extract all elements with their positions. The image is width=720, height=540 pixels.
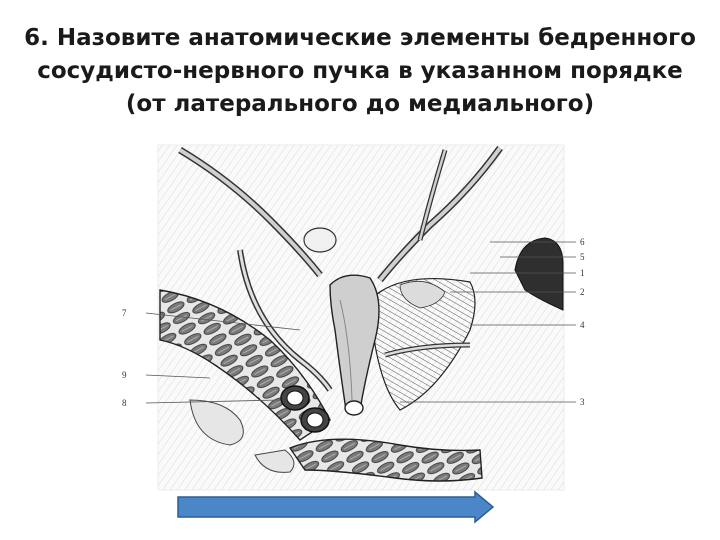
label-8: 8 (122, 398, 127, 408)
label-4: 4 (580, 320, 585, 330)
direction-arrow (177, 490, 495, 524)
vessel-lumen (344, 400, 364, 416)
label-3: 3 (580, 397, 585, 407)
label-1: 1 (580, 268, 585, 278)
label-2: 2 (580, 287, 585, 297)
lymph-node (303, 227, 337, 253)
title-line-2: сосудисто-нервного пучка в указанном пор… (37, 58, 683, 84)
pectineus-muscle (369, 277, 476, 411)
title-line-3: (от латерального до медиального) (125, 91, 595, 117)
muscle-band-lower (288, 438, 483, 482)
label-9: 9 (122, 370, 127, 380)
label-5: 5 (580, 252, 585, 262)
title-line-1: 6. Назовите анатомические элементы бедре… (24, 25, 696, 51)
label-6: 6 (580, 237, 585, 247)
question-title: 6. Назовите анатомические элементы бедре… (0, 22, 720, 121)
label-7: 7 (122, 308, 127, 318)
leader-lines (145, 241, 576, 404)
